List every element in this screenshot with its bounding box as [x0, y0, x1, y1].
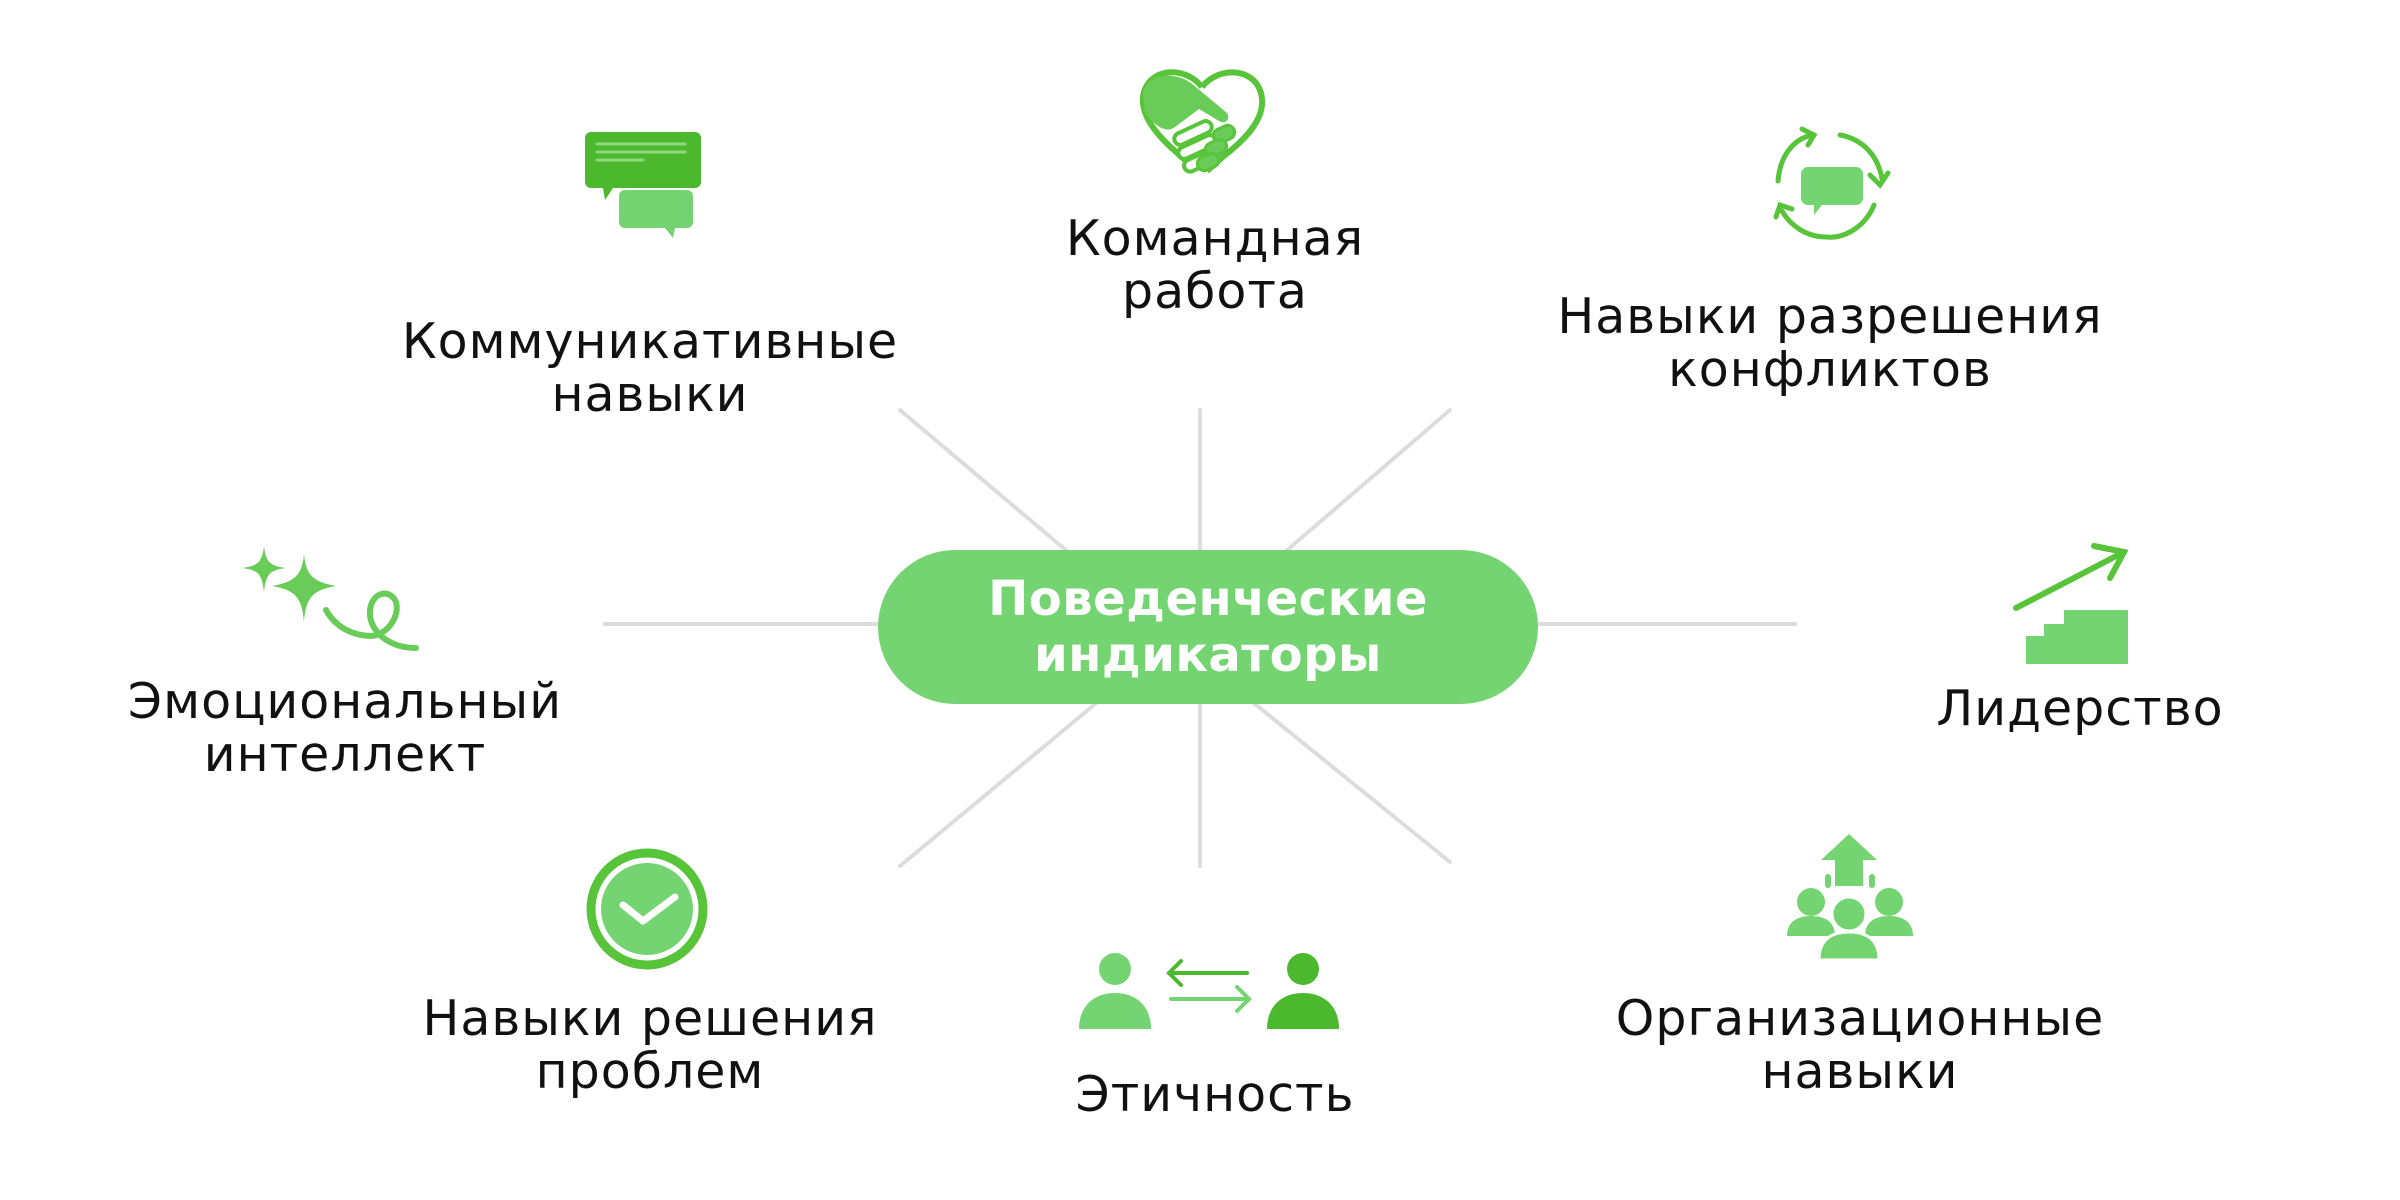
sparkles-icon: [242, 546, 419, 651]
node-communication-line2: навыки: [551, 366, 749, 423]
node-ethics: Этичность: [1000, 1068, 1430, 1121]
node-leadership: Лидерство: [1880, 682, 2280, 735]
chat-bubbles-icon: [585, 132, 701, 238]
node-problem: Навыки решения проблем: [360, 992, 940, 1098]
people-exchange-icon: [1079, 953, 1339, 1029]
node-leadership-line1: Лидерство: [1936, 680, 2224, 737]
node-emotional-line2: интеллект: [203, 726, 487, 783]
node-organization-line1: Организационные: [1615, 990, 2105, 1047]
node-emotional-line1: Эмоциональный: [127, 673, 563, 730]
center-hub: Поведенческие индикаторы: [878, 550, 1538, 704]
connector-bottom-right: [1248, 698, 1452, 864]
check-circle-icon: [586, 848, 708, 970]
center-label-line1: Поведенческие: [988, 571, 1428, 627]
node-conflict-line2: конфликтов: [1668, 341, 1992, 398]
node-emotional: Эмоциональный интеллект: [90, 675, 600, 781]
stairs-arrow-icon: [2013, 543, 2129, 664]
node-ethics-line1: Этичность: [1075, 1066, 1355, 1123]
node-teamwork: Командная работа: [1000, 212, 1430, 318]
node-problem-line2: проблем: [535, 1043, 765, 1100]
team-arrow-up-icon: [1787, 834, 1913, 962]
node-organization: Организационные навыки: [1540, 992, 2180, 1098]
connector-top-left: [898, 408, 1070, 554]
center-label-line2: индикаторы: [1034, 627, 1382, 683]
handshake-heart-icon: [1139, 69, 1266, 174]
node-problem-line1: Навыки решения: [422, 990, 878, 1047]
connector-top-right: [1283, 408, 1452, 554]
node-communication-line1: Коммуникативные: [401, 313, 899, 370]
node-conflict: Навыки разрешения конфликтов: [1510, 290, 2150, 396]
node-communication: Коммуникативные навыки: [360, 315, 940, 421]
node-teamwork-line2: работа: [1122, 263, 1308, 320]
cycle-chat-icon: [1773, 126, 1891, 240]
node-teamwork-line1: Командная: [1065, 210, 1365, 267]
node-organization-line2: навыки: [1761, 1043, 1959, 1100]
connector-bottom-left: [898, 698, 1102, 868]
node-conflict-line1: Навыки разрешения: [1557, 288, 2103, 345]
